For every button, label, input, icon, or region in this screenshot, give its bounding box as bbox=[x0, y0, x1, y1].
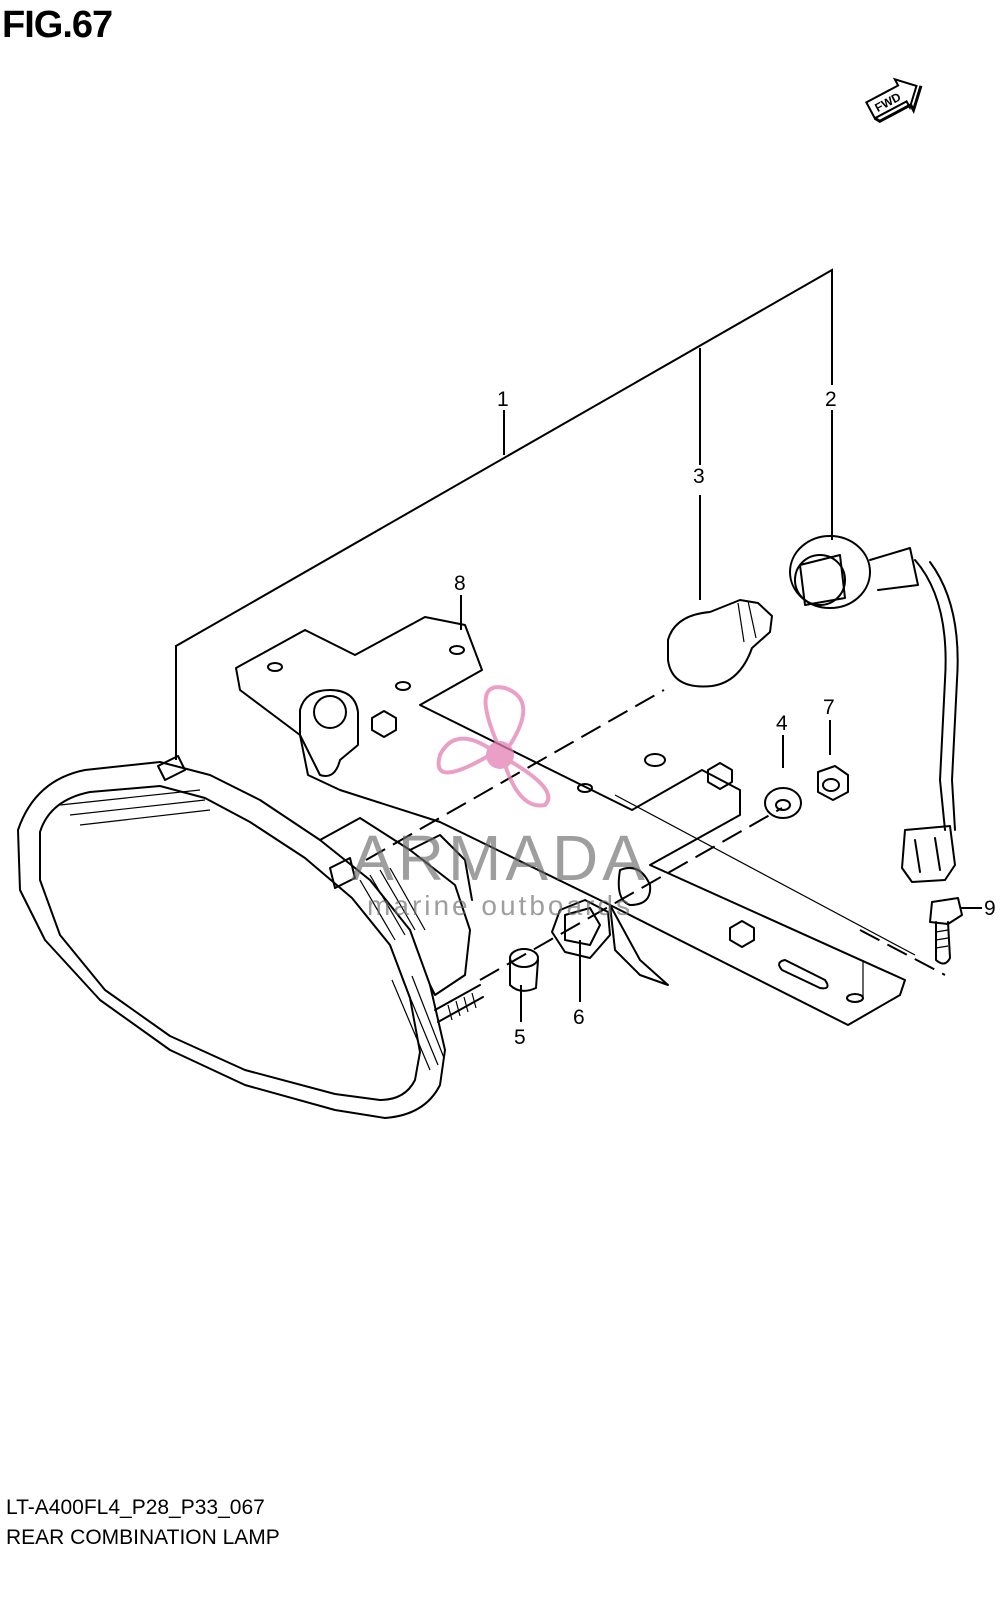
callout-4: 4 bbox=[776, 712, 788, 735]
watermark: ARMADA marine outboards bbox=[351, 685, 649, 921]
fwd-arrow-icon: FWD bbox=[864, 77, 923, 124]
spacer-collar bbox=[509, 948, 539, 992]
lamp-nut bbox=[551, 899, 611, 959]
bulb bbox=[667, 599, 773, 688]
callout-8: 8 bbox=[454, 572, 466, 595]
assembly-axes bbox=[365, 689, 946, 981]
callout-9: 9 bbox=[984, 897, 996, 920]
flange-nut bbox=[817, 765, 849, 801]
assembly-bracket-lines bbox=[175, 268, 982, 1022]
bulb-socket-harness bbox=[789, 535, 959, 883]
mounting-bracket bbox=[235, 616, 916, 1026]
bolt bbox=[929, 897, 963, 965]
callout-7: 7 bbox=[823, 696, 835, 719]
watermark-brand: ARMADA bbox=[351, 822, 649, 894]
propeller-icon bbox=[436, 685, 551, 808]
diagram-caption: REAR COMBINATION LAMP bbox=[6, 1526, 280, 1549]
callout-2: 2 bbox=[825, 388, 837, 411]
rear-combination-lamp bbox=[17, 755, 484, 1119]
watermark-tagline: marine outboards bbox=[367, 890, 633, 921]
callout-6: 6 bbox=[573, 1006, 585, 1029]
part-callouts: 1 2 3 4 5 6 7 8 9 bbox=[454, 388, 996, 1049]
callout-5: 5 bbox=[514, 1026, 526, 1049]
callout-1: 1 bbox=[497, 388, 509, 411]
washer bbox=[764, 787, 802, 819]
figure-title: FIG.67 bbox=[2, 4, 113, 46]
callout-3: 3 bbox=[693, 465, 705, 488]
diagram-code: LT-A400FL4_P28_P33_067 bbox=[6, 1496, 265, 1519]
